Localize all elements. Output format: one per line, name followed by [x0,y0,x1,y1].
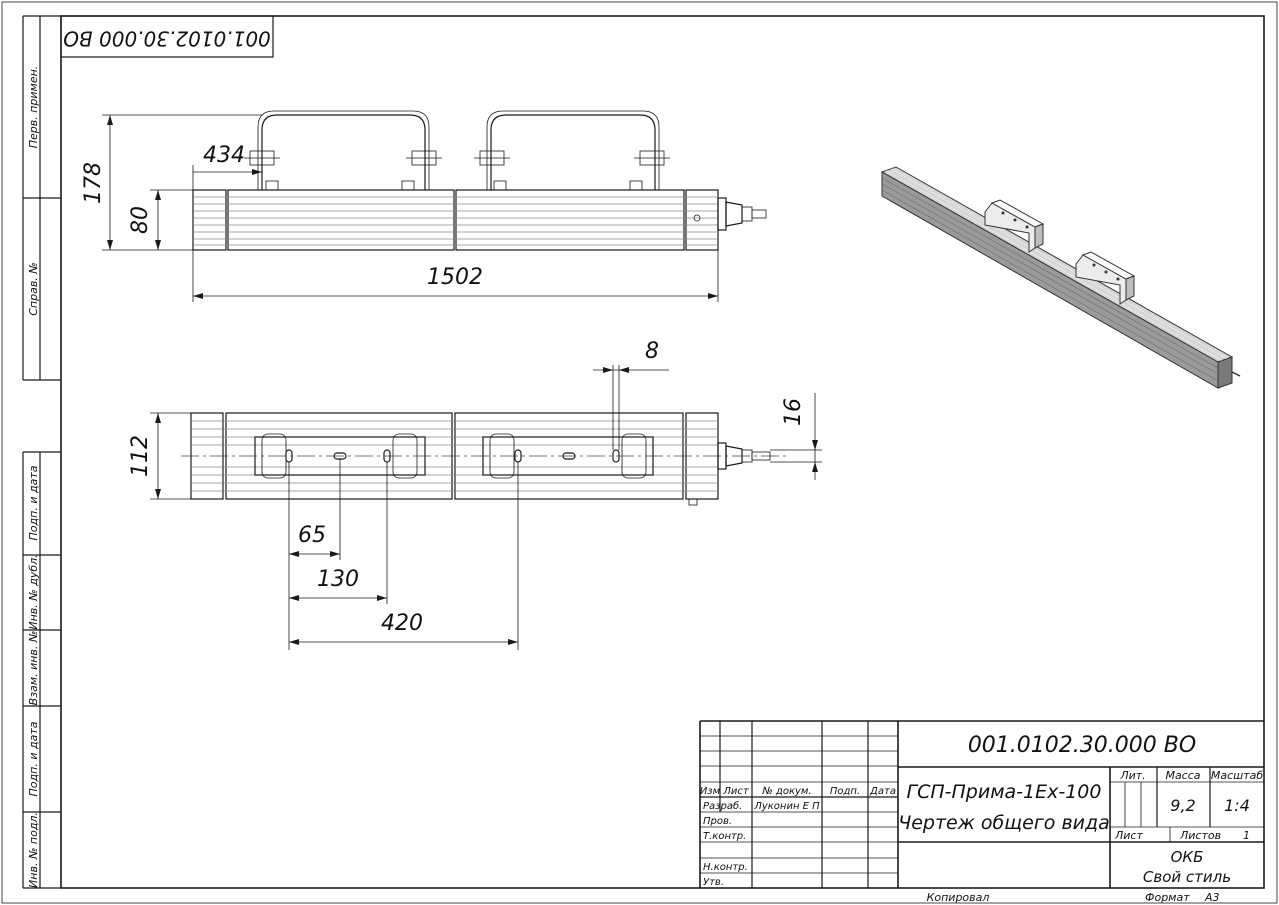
isometric-view [880,166,1241,389]
dim-hole-1: 65 [298,523,326,548]
scale-label: Масштаб [1211,769,1263,782]
role-tkontr: Т.контр. [703,831,746,842]
doc-code-rotated: 001.0102.30.000 ВО [63,27,271,51]
dim-height-body: 80 [128,206,153,234]
lit-label: Лит. [1119,769,1145,782]
front-view [192,110,767,251]
stamp-doc-code: 001.0102.30.000 ВО [968,733,1196,758]
mass-label: Масса [1165,769,1200,782]
dim-bracket-offset: 434 [203,143,245,168]
left-margin-strip [22,15,61,889]
mounting-bracket-left [261,114,426,190]
dim-slot-length: 16 [781,398,806,426]
margin-label-podp-1: Подп. и дата [27,465,40,540]
header-izm: Изм [700,786,721,797]
margin-label-vzam: Взам. инв. № [27,631,40,706]
format-label: Формат [1145,891,1190,904]
header-dokum: № докум. [761,786,811,797]
org-line-1: ОКБ [1171,848,1204,866]
role-razrab: Разраб. [703,800,742,812]
doc-code-box: 001.0102.30.000 ВО [60,15,274,58]
copied-label: Копировал [927,891,990,904]
drawing-type: Чертеж общего вида [898,812,1110,834]
format-value: А3 [1204,891,1220,904]
role-prov: Пров. [703,816,732,827]
margin-label-inv-podl: Инв. № подл. [27,812,40,888]
title-block-grid [699,720,1264,888]
product-name: ГСП-Прима-1Ex-100 [907,781,1102,803]
org-line-2: Свой стиль [1143,868,1231,886]
margin-label-inv-dubl: Инв. № дубл. [27,554,40,629]
dim-width: 112 [128,435,153,477]
dim-hole-2: 130 [317,567,359,592]
header-podp: Подп. [830,786,860,797]
dim-height-total: 178 [81,162,106,204]
dim-length: 1502 [427,265,483,290]
top-view [181,412,790,506]
sheets-label: Листов [1179,829,1221,842]
margin-label-perv: Перв. примен. [27,66,40,149]
top-view-dimensions [150,365,822,650]
mounting-bracket-right [490,114,656,190]
dim-hole-3: 420 [381,611,423,636]
sheet-label: Лист [1114,829,1143,842]
header-list: Лист [722,786,750,797]
dim-slot-width: 8 [645,339,659,364]
mass-value: 9,2 [1170,796,1195,815]
role-nkontr: Н.контр. [703,862,748,873]
header-data: Дата [869,786,896,797]
developer-name: Луконин Е П [753,801,820,812]
sheets-value: 1 [1243,829,1250,842]
margin-label-sprav: Справ. № [27,262,40,316]
margin-label-podp-2: Подп. и дата [27,721,40,796]
front-view-dimensions [102,114,719,302]
scale-value: 1:4 [1224,796,1250,815]
role-utv: Утв. [703,877,724,888]
